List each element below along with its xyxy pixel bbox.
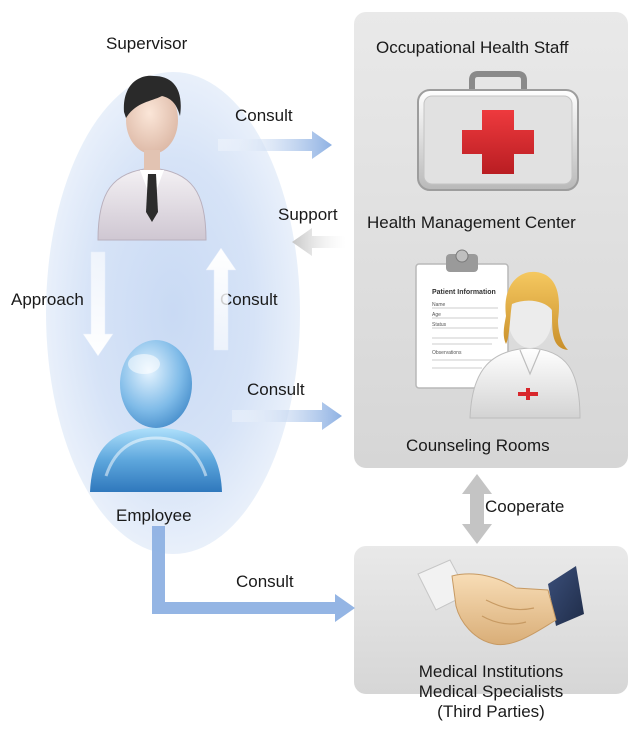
businessman-icon bbox=[97, 75, 207, 241]
edge-label-supervisor-consult: Consult bbox=[235, 106, 293, 125]
arrow-approach bbox=[82, 251, 114, 357]
clipboard-field-status: Status bbox=[432, 322, 447, 328]
clipboard-field-age: Age bbox=[432, 312, 441, 318]
arrow-employee-consult-right bbox=[232, 402, 342, 430]
arrow-cooperate bbox=[462, 474, 492, 544]
medical-line-2: Medical Specialists bbox=[418, 682, 564, 701]
medical-line-3: (Third Parties) bbox=[437, 702, 545, 721]
edge-label-employee-consult-medical: Consult bbox=[236, 572, 294, 591]
edge-label-employee-consult-up: Consult bbox=[220, 290, 278, 309]
counseling-label: Counseling Rooms bbox=[406, 436, 550, 455]
supervisor-label: Supervisor bbox=[106, 34, 188, 53]
arrow-support bbox=[292, 228, 346, 256]
edge-label-approach: Approach bbox=[11, 290, 84, 309]
medical-line-1: Medical Institutions bbox=[418, 662, 564, 681]
health-center-label: Health Management Center bbox=[367, 213, 576, 232]
edge-label-employee-consult-right: Consult bbox=[247, 380, 305, 399]
first-aid-kit-icon bbox=[417, 71, 579, 191]
nurse-clipboard-icon: Patient Information Name Age Status Obse… bbox=[415, 249, 581, 419]
arrow-consult-up bbox=[205, 247, 237, 351]
edge-label-cooperate: Cooperate bbox=[485, 497, 565, 516]
arrow-employee-consult-medical bbox=[152, 526, 355, 622]
clipboard-field-name: Name bbox=[432, 302, 446, 308]
handshake-icon bbox=[417, 559, 584, 646]
medical-institutions-label: Medical Institutions Medical Specialists… bbox=[354, 662, 628, 722]
edge-label-support: Support bbox=[278, 205, 338, 224]
clipboard-heading: Patient Information bbox=[432, 289, 496, 296]
employee-label: Employee bbox=[116, 506, 192, 525]
arrow-supervisor-consult bbox=[218, 131, 332, 159]
person-silhouette-icon bbox=[90, 340, 222, 492]
clipboard-section: Observations bbox=[432, 350, 462, 356]
health-staff-label: Occupational Health Staff bbox=[376, 38, 569, 57]
